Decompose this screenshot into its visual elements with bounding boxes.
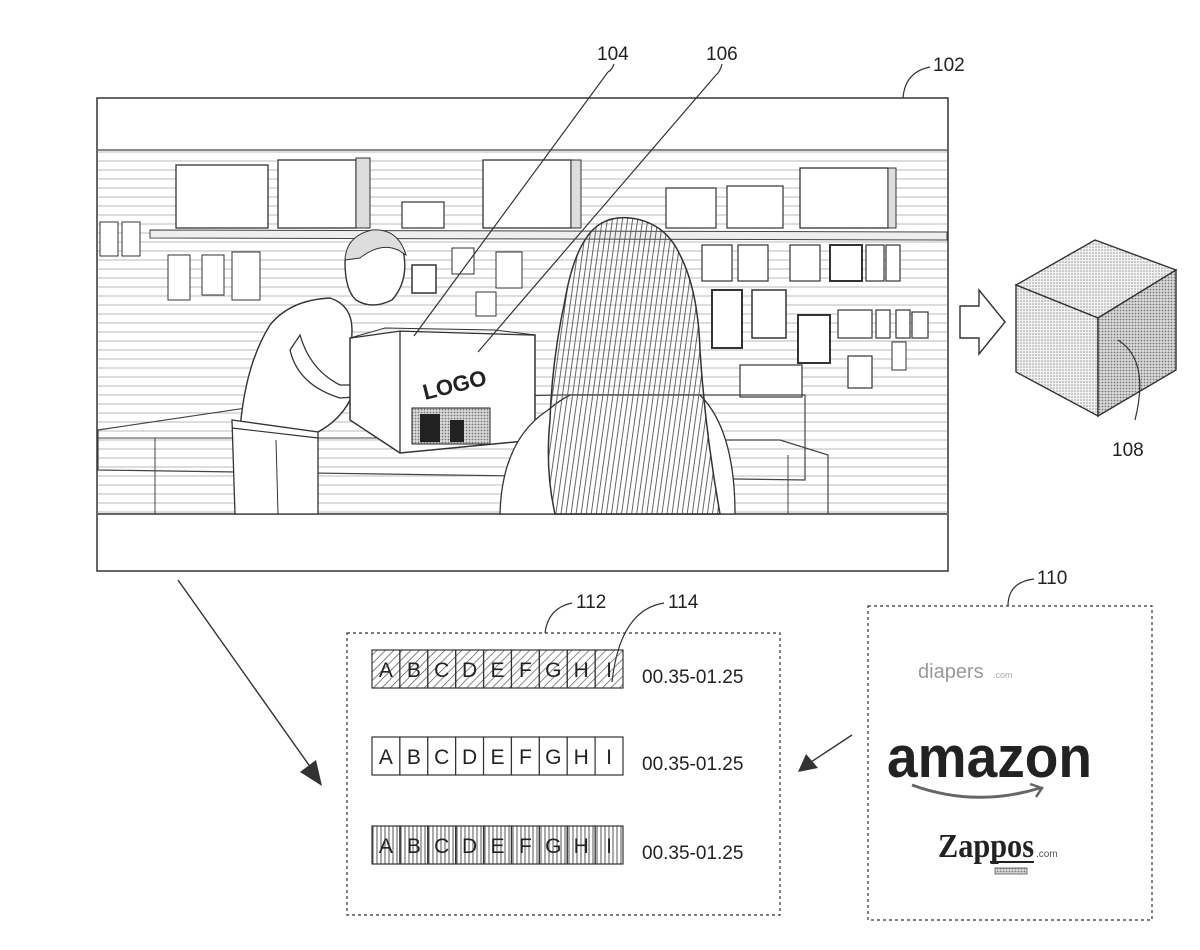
caption-fragment: [585, 943, 605, 950]
leader-line-108: [1117, 339, 1141, 421]
segment-cell-letter: C: [434, 835, 449, 858]
right-wall-boxes: [411, 244, 929, 398]
segment-cell: [482, 825, 513, 865]
segment-cell-letter: H: [574, 659, 589, 682]
retailer-panel: [867, 605, 1153, 921]
segment-cell-letter: B: [407, 659, 421, 682]
retailer-logo-amazon: amazon: [887, 725, 1092, 799]
segment-cell: [371, 825, 401, 865]
segment-cell: [399, 649, 429, 689]
segment-cell-letter: C: [434, 659, 449, 682]
segment-cell-letter: E: [490, 746, 504, 769]
leader-line-110: [1007, 578, 1035, 607]
segment-cell: [594, 736, 624, 776]
segment-cell: [510, 825, 540, 865]
retailer-name-amazon: amazon: [887, 725, 1092, 790]
segment-cell: [371, 649, 401, 689]
leader-line-104: [413, 71, 609, 337]
man-figure: [231, 229, 407, 515]
left-wall-boxes: [99, 221, 261, 301]
ref-label-110: 110: [1037, 568, 1067, 589]
segment-cell: [427, 736, 457, 776]
segment-cell-letter: H: [574, 835, 589, 858]
segment-cell: [455, 825, 485, 865]
top-shelf: [149, 157, 948, 241]
segment-panel: [346, 632, 781, 916]
segment-cell-letter: D: [462, 659, 477, 682]
segment-cell: [399, 825, 429, 865]
segment-cell-letter: F: [519, 835, 532, 858]
segment-time-range: 00.35-01.25: [642, 843, 743, 864]
retailer-name-zappos: Zappos: [938, 828, 1034, 865]
segment-cell-letter: A: [379, 835, 393, 858]
segment-cell-letter: F: [519, 746, 532, 769]
ref-label-106: 106: [706, 44, 738, 65]
leader-line-102: [902, 66, 931, 99]
segment-cell-letter: B: [407, 835, 421, 858]
segment-cell: [455, 736, 485, 776]
segment-time-range: 00.35-01.25: [642, 754, 743, 775]
segment-cell-letter: F: [519, 659, 532, 682]
segment-cell-letter: A: [379, 746, 393, 769]
ref-label-114: 114: [668, 592, 699, 613]
segment-cell: [510, 736, 540, 776]
segment-cell-letter: G: [545, 835, 561, 858]
retailer-name-diapers: diapers: [918, 661, 984, 683]
retailer-suffix-diapers: .com: [993, 670, 1013, 680]
segment-cell: [566, 649, 596, 689]
segment-cell-letter: D: [462, 746, 477, 769]
segment-cell-letter: G: [545, 659, 561, 682]
woman-figure: [499, 216, 736, 515]
segment-cell-letter: B: [407, 746, 421, 769]
segment-cell-letter: A: [379, 659, 393, 682]
retailer-suffix-zappos: .com: [1036, 849, 1058, 860]
segment-cell: [566, 736, 596, 776]
retailers-to-segments-arrow: [798, 734, 853, 772]
retailer-logo-diapers: diapers .com: [918, 661, 1013, 683]
segment-cell-letter: C: [434, 746, 449, 769]
segment-cell: [427, 825, 457, 865]
right-arrow-icon: [959, 288, 1006, 356]
frame-to-segments-arrow: [177, 579, 322, 786]
segment-cell: [455, 649, 485, 689]
segment-cell: [538, 825, 568, 865]
segment-cell: [482, 736, 513, 776]
segment-cell: [371, 736, 401, 776]
ref-label-104: 104: [597, 44, 629, 65]
segment-time-range: 00.35-01.25: [642, 667, 743, 688]
retailer-logo-zappos: Zappos .com: [938, 828, 1058, 875]
product-box: LOGO: [349, 327, 536, 454]
leader-line-112: [544, 602, 573, 634]
segment-cell: [594, 649, 624, 689]
ref-label-112: 112: [576, 592, 606, 613]
segment-cell-letter: G: [545, 746, 561, 769]
segment-cell: [538, 736, 568, 776]
segment-cell-letter: I: [606, 746, 612, 769]
segment-cell-letter: E: [490, 659, 504, 682]
segment-cell-letter: D: [462, 835, 477, 858]
video-frame: LOGO: [96, 71, 949, 572]
segment-cell-letter: I: [606, 659, 612, 682]
segment-cell-letter: I: [606, 835, 612, 858]
leader-line-106: [477, 74, 717, 353]
segment-cell-letter: H: [574, 746, 589, 769]
cube-icon: [1014, 239, 1178, 418]
segment-cell-letter: E: [490, 835, 504, 858]
ref-label-102: 102: [933, 55, 965, 76]
segment-cell: [594, 825, 624, 865]
segment-cell: [399, 736, 429, 776]
ref-label-108: 108: [1112, 440, 1144, 461]
amazon-smile-icon: [911, 783, 1041, 799]
